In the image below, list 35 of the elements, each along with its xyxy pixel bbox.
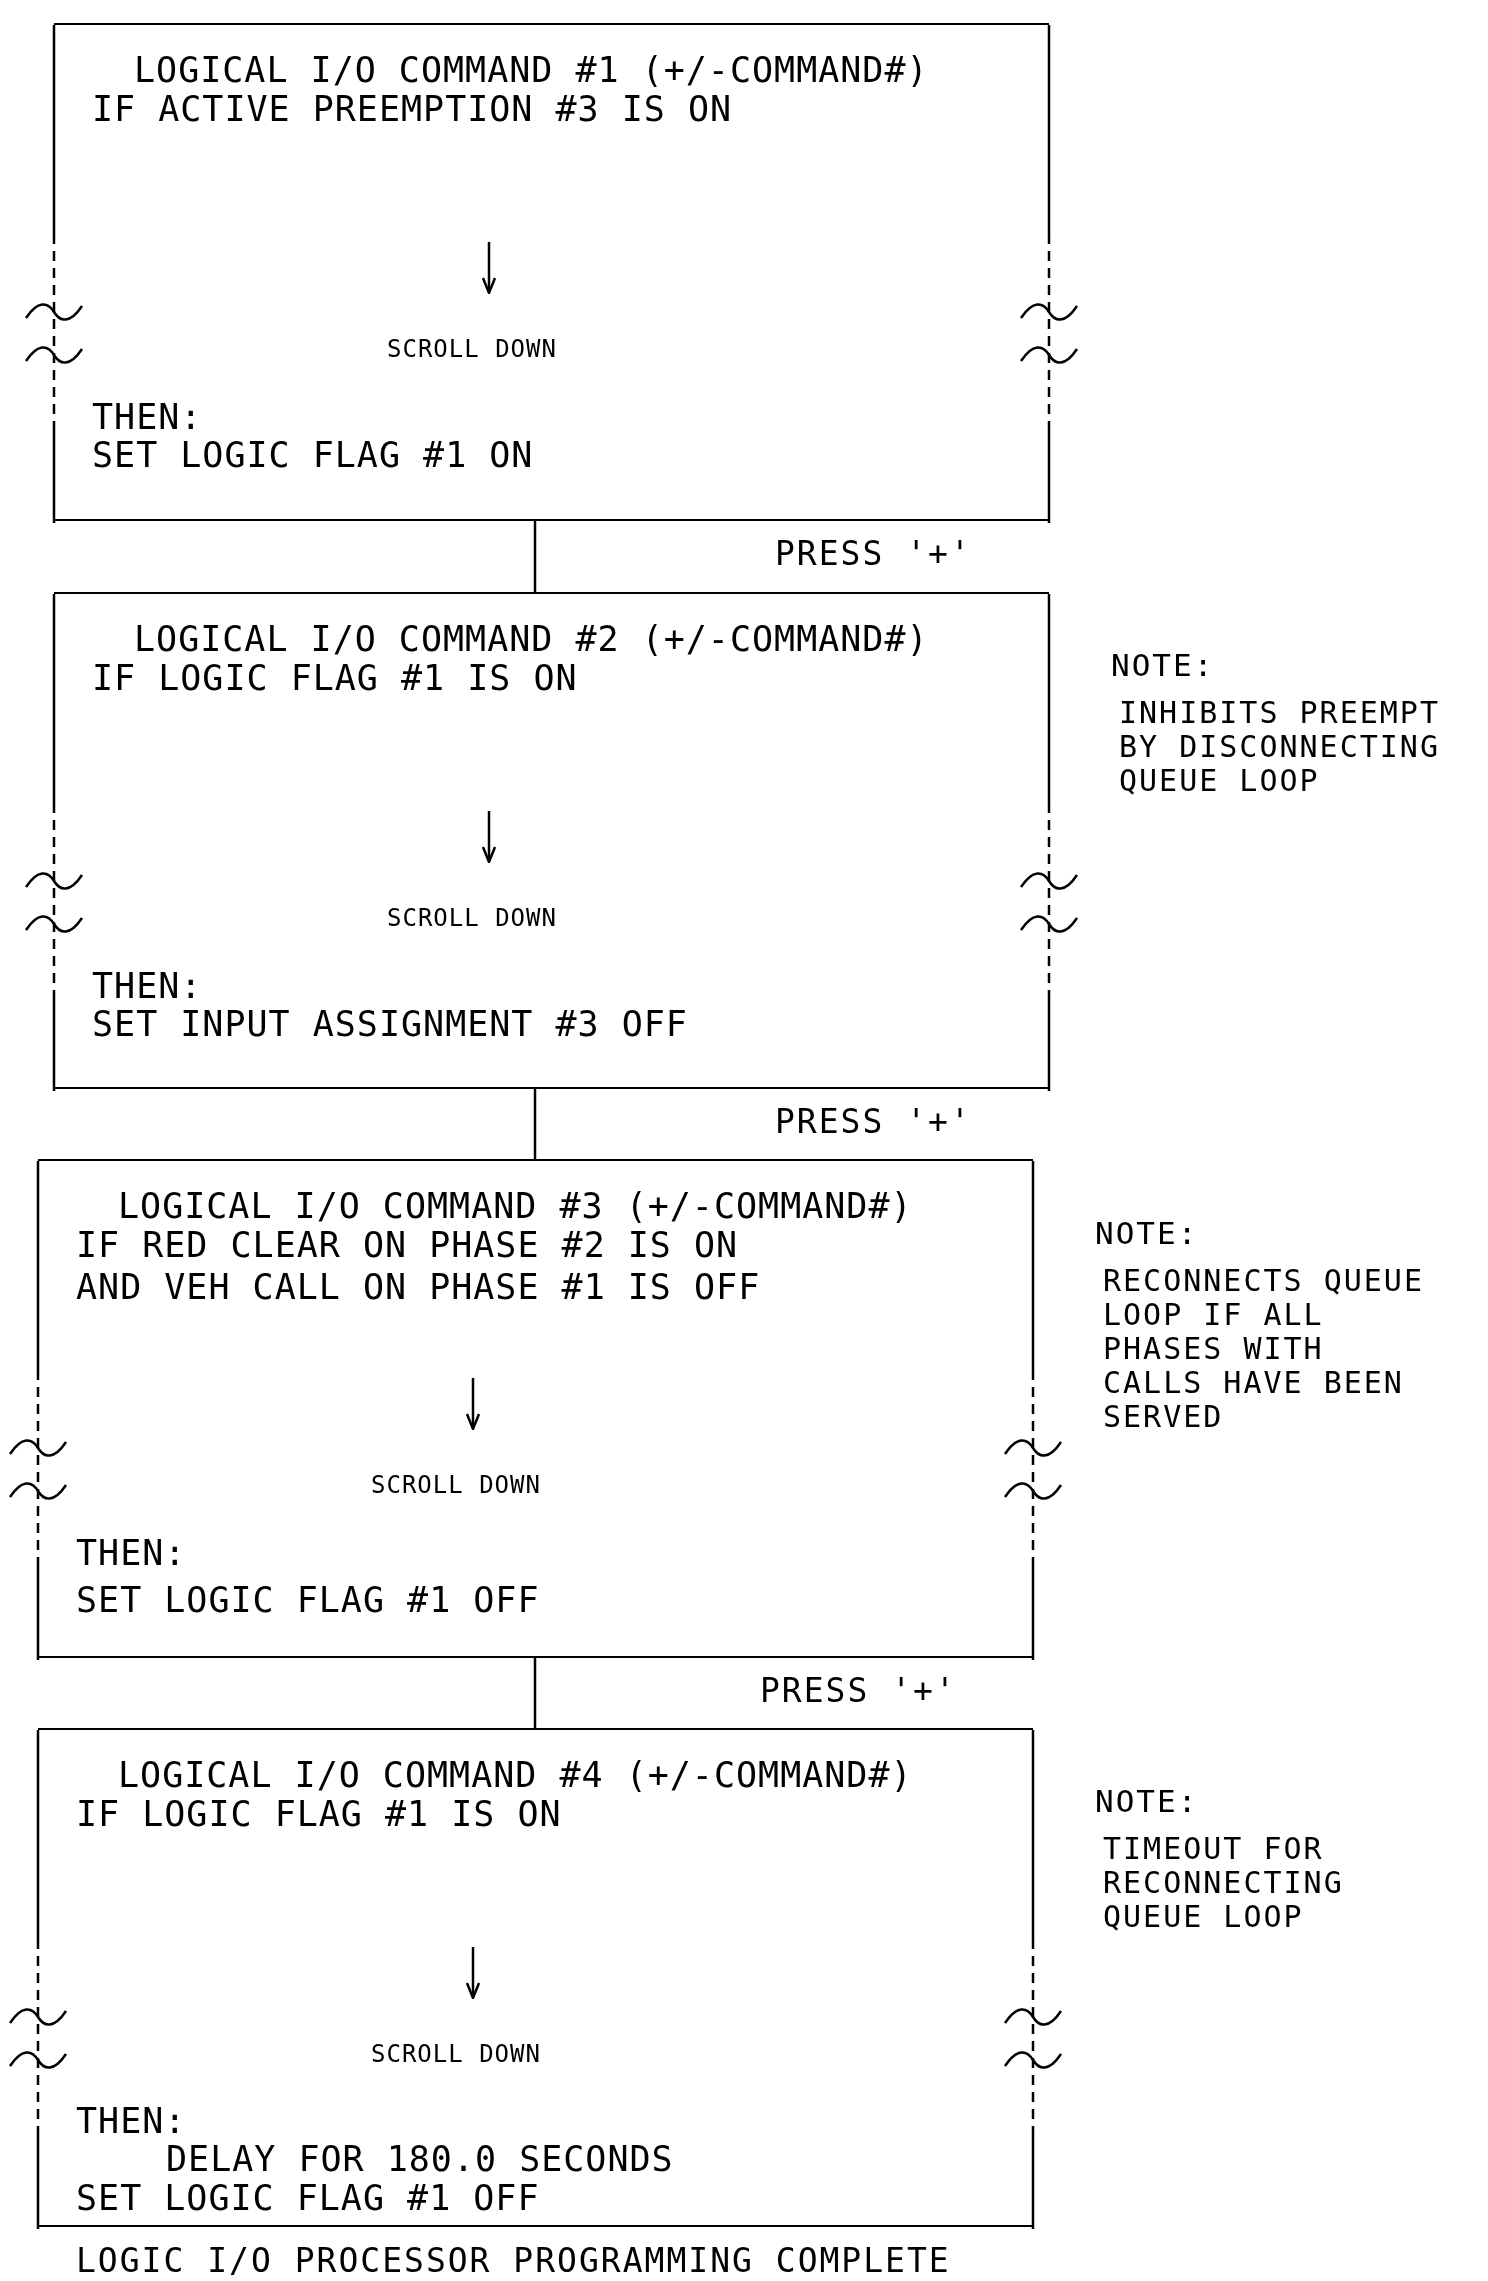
hint-text: SCROLL DOWN xyxy=(387,906,557,930)
screen-text: SET INPUT ASSIGNMENT #3 OFF xyxy=(92,1007,688,1042)
note-text: NOTE: xyxy=(1095,1786,1199,1817)
connector-line xyxy=(533,1089,537,1159)
screen-text: AND VEH CALL ON PHASE #1 IS OFF xyxy=(76,1270,761,1305)
instruction-text: PRESS '+' xyxy=(760,1674,957,1707)
note-text: TIMEOUT FOR RECONNECTING QUEUE LOOP xyxy=(1103,1832,1345,1934)
note-text: RECONNECTS QUEUE LOOP IF ALL PHASES WITH CALLS HAVE BEEN SERVED xyxy=(1103,1264,1425,1434)
hint-text: SCROLL DOWN xyxy=(371,1473,541,1497)
screen-text: IF LOGIC FLAG #1 IS ON xyxy=(76,1797,562,1832)
screen-text: IF LOGIC FLAG #1 IS ON xyxy=(92,661,578,696)
screen-text: LOGICAL I/O COMMAND #1 (+/-COMMAND#) xyxy=(134,53,929,88)
screen-text: LOGICAL I/O COMMAND #4 (+/-COMMAND#) xyxy=(118,1758,913,1793)
screen-text: LOGICAL I/O COMMAND #2 (+/-COMMAND#) xyxy=(134,622,929,657)
screen-text: THEN: xyxy=(76,1536,187,1571)
footer-text: LOGIC I/O PROCESSOR PROGRAMMING COMPLETE xyxy=(76,2244,951,2277)
note-text: NOTE: xyxy=(1111,650,1215,681)
screen-text: LOGICAL I/O COMMAND #3 (+/-COMMAND#) xyxy=(118,1189,913,1224)
screen-text: SET LOGIC FLAG #1 ON xyxy=(92,438,534,473)
screen-text: THEN: xyxy=(76,2104,187,2139)
hint-text: SCROLL DOWN xyxy=(371,2042,541,2066)
screen-text: DELAY FOR 180.0 SECONDS xyxy=(166,2142,674,2177)
screen-text: THEN: xyxy=(92,400,203,435)
screen-text: IF RED CLEAR ON PHASE #2 IS ON xyxy=(76,1228,739,1263)
connector-line xyxy=(533,521,537,592)
connector-line xyxy=(533,1658,537,1728)
instruction-text: PRESS '+' xyxy=(775,1105,972,1138)
hint-text: SCROLL DOWN xyxy=(387,337,557,361)
instruction-text: PRESS '+' xyxy=(775,537,972,570)
screen-text: THEN: xyxy=(92,969,203,1004)
screen-text: IF ACTIVE PREEMPTION #3 IS ON xyxy=(92,92,733,127)
screen-text: SET LOGIC FLAG #1 OFF xyxy=(76,1583,540,1618)
note-text: INHIBITS PREEMPT BY DISCONNECTING QUEUE LOOP xyxy=(1119,696,1441,798)
note-text: NOTE: xyxy=(1095,1218,1199,1249)
screen-text: SET LOGIC FLAG #1 OFF xyxy=(76,2181,540,2216)
